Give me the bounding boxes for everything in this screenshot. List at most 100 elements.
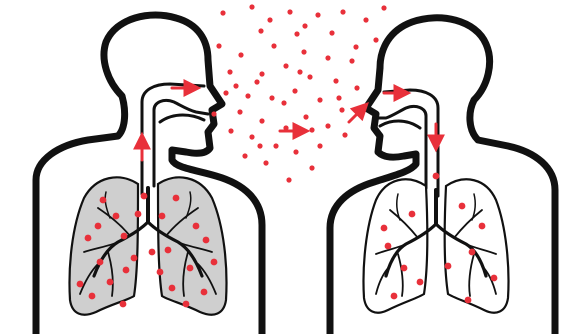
droplet <box>85 235 92 242</box>
droplet <box>281 100 286 105</box>
droplet <box>459 203 466 210</box>
droplet <box>479 223 486 230</box>
droplet <box>211 111 216 116</box>
droplet <box>77 281 84 288</box>
droplet <box>409 211 416 218</box>
droplet <box>342 132 347 137</box>
droplet <box>373 37 378 42</box>
droplet <box>333 78 338 83</box>
droplet <box>201 289 208 296</box>
droplet <box>381 5 386 10</box>
droplet <box>259 118 264 123</box>
droplet <box>385 243 392 250</box>
right-person <box>330 18 555 334</box>
droplet <box>216 43 221 48</box>
droplet <box>259 71 264 76</box>
droplet <box>339 107 344 112</box>
droplet <box>294 31 299 36</box>
droplet <box>309 165 314 170</box>
droplet <box>228 128 233 133</box>
droplet <box>491 275 498 282</box>
droplet <box>271 43 276 48</box>
droplet <box>349 58 354 63</box>
droplet <box>263 160 268 165</box>
droplet <box>100 197 107 204</box>
droplet <box>211 259 218 266</box>
droplet <box>165 247 172 254</box>
inhale-arrow <box>349 108 363 122</box>
droplet <box>445 263 452 270</box>
droplet <box>293 149 298 154</box>
droplet <box>95 223 102 230</box>
respiratory-droplets <box>77 4 498 307</box>
droplet <box>227 69 232 74</box>
droplet <box>97 259 104 266</box>
droplet <box>107 279 114 286</box>
droplet <box>135 211 142 218</box>
droplet <box>120 301 127 308</box>
droplet <box>254 79 259 84</box>
droplet <box>141 193 148 200</box>
droplet <box>258 28 263 33</box>
droplet <box>301 49 306 54</box>
droplet <box>223 90 228 95</box>
droplet <box>245 93 250 98</box>
droplet <box>131 255 138 262</box>
droplet <box>309 127 314 132</box>
droplet <box>292 88 297 93</box>
droplet <box>269 95 274 100</box>
droplet <box>391 293 398 300</box>
droplet <box>237 109 242 114</box>
droplet <box>242 153 247 158</box>
droplet <box>325 123 330 128</box>
right-tongue <box>380 121 420 128</box>
droplet <box>238 52 243 57</box>
droplet <box>340 9 345 14</box>
droplet <box>89 293 96 300</box>
droplet <box>220 10 225 15</box>
droplet <box>354 85 359 90</box>
left-person <box>36 15 262 334</box>
droplet <box>283 125 288 130</box>
droplet <box>469 249 476 256</box>
droplet <box>317 143 322 148</box>
droplet <box>273 143 278 148</box>
droplet <box>433 173 440 180</box>
droplet <box>113 213 120 220</box>
droplet <box>169 285 176 292</box>
droplet <box>173 195 180 202</box>
droplet <box>123 267 130 274</box>
droplet <box>257 143 262 148</box>
droplet <box>303 114 308 119</box>
droplet <box>121 233 128 240</box>
droplet <box>233 83 238 88</box>
droplet <box>302 23 307 28</box>
droplet <box>363 17 368 22</box>
droplet <box>465 297 472 304</box>
droplet <box>193 223 200 230</box>
droplet <box>267 17 272 22</box>
droplet <box>336 95 341 100</box>
left-tongue <box>160 115 204 122</box>
droplet <box>157 269 164 276</box>
droplet <box>381 225 388 232</box>
droplet <box>287 9 292 14</box>
droplet <box>297 69 302 74</box>
droplet <box>159 213 166 220</box>
droplet <box>249 134 254 139</box>
droplet <box>329 30 334 35</box>
droplet <box>401 265 408 272</box>
droplet <box>353 44 358 49</box>
droplet <box>187 265 194 272</box>
droplet <box>249 4 254 9</box>
right-person-right-lung <box>445 179 509 312</box>
droplet <box>325 55 330 60</box>
droplet <box>203 237 210 244</box>
droplet <box>417 279 424 286</box>
droplet <box>183 301 190 308</box>
droplet <box>283 63 288 68</box>
droplet <box>307 74 312 79</box>
right-person-left-lung <box>364 179 428 312</box>
